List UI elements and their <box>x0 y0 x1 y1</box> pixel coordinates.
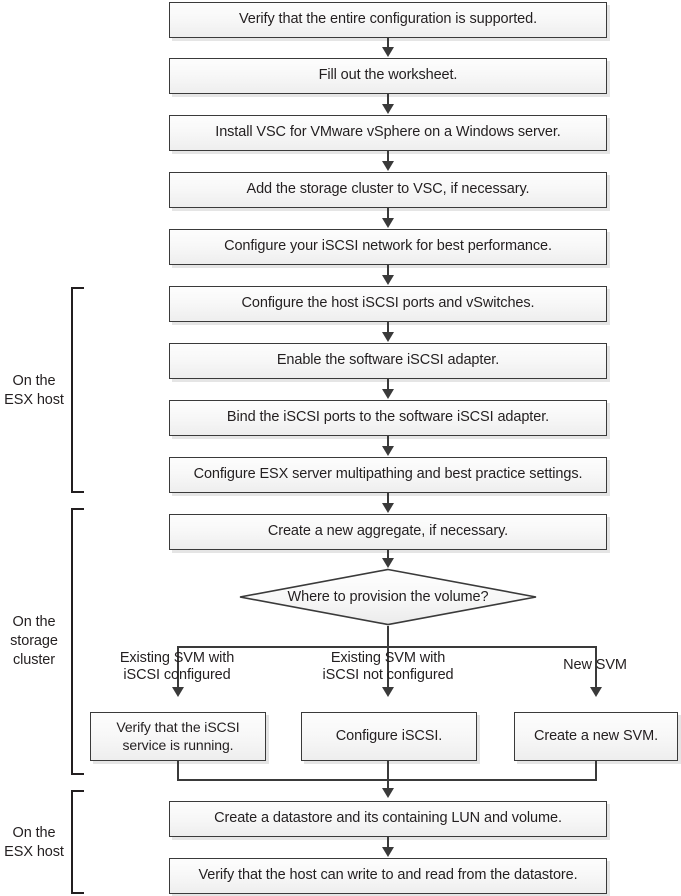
flow-node-step-7[interactable]: Enable the software iSCSI adapter. <box>169 343 607 379</box>
connector-3-4 <box>387 151 389 163</box>
connector-decision-split <box>387 626 389 647</box>
arrowhead-8-9 <box>381 446 394 456</box>
group-bracket-storage-cluster <box>71 508 84 775</box>
branch-drop-left <box>177 646 179 689</box>
branch-label-new-svm: New SVM <box>563 657 627 673</box>
branch-label-existing-svm-iscsi-configured: Existing SVM with iSCSI configured <box>119 650 235 684</box>
arrowhead-2-3 <box>381 104 394 114</box>
arrowhead-6-7 <box>381 332 394 342</box>
group-label-storage-cluster: On the storage cluster <box>10 614 58 668</box>
connector-10-decision <box>387 550 389 560</box>
merge-stem-to-final <box>387 779 389 790</box>
connector-6-7 <box>387 322 389 334</box>
arrowhead-9-10 <box>381 503 394 513</box>
branch-label-existing-svm-iscsi-not-configured: Existing SVM with iSCSI not configured <box>322 650 454 684</box>
arrowhead-merge-final <box>381 788 394 798</box>
arrowhead-4-5 <box>381 218 394 228</box>
group-label-esx-host-bottom: On the ESX host <box>4 825 64 860</box>
flow-node-step-1[interactable]: Verify that the entire configuration is … <box>169 2 607 38</box>
connector-8-9 <box>387 436 389 448</box>
branch-drop-middle <box>387 646 389 689</box>
merge-riser-right <box>595 761 597 781</box>
diamond-shape-icon <box>239 568 537 626</box>
arrowhead-5-6 <box>381 275 394 285</box>
flow-node-step-5[interactable]: Configure your iSCSI network for best pe… <box>169 229 607 265</box>
arrowhead-11-12 <box>381 847 394 857</box>
flow-node-configure-iscsi[interactable]: Configure iSCSI. <box>301 712 477 761</box>
arrowhead-3-4 <box>381 161 394 171</box>
connector-5-6 <box>387 265 389 277</box>
branch-drop-right <box>595 646 597 689</box>
arrowhead-branch-right <box>589 687 602 697</box>
flow-node-step-8[interactable]: Bind the iSCSI ports to the software iSC… <box>169 400 607 436</box>
flow-node-step-4[interactable]: Add the storage cluster to VSC, if neces… <box>169 172 607 208</box>
flow-node-verify-iscsi-service[interactable]: Verify that the iSCSI service is running… <box>90 712 266 761</box>
arrowhead-7-8 <box>381 389 394 399</box>
arrowhead-10-decision <box>381 558 394 568</box>
decision-provision-volume[interactable]: Where to provision the volume? <box>238 568 538 626</box>
arrowhead-branch-middle <box>381 687 394 697</box>
flow-node-step-9[interactable]: Configure ESX server multipathing and be… <box>169 457 607 493</box>
merge-riser-left <box>177 761 179 781</box>
flow-node-create-new-svm[interactable]: Create a new SVM. <box>514 712 678 761</box>
connector-11-12 <box>387 837 389 849</box>
group-bracket-esx-host-bottom <box>71 790 84 894</box>
connector-7-8 <box>387 379 389 391</box>
flow-node-step-10[interactable]: Create a new aggregate, if necessary. <box>169 514 607 550</box>
connector-2-3 <box>387 94 389 106</box>
decision-label: Where to provision the volume? <box>287 589 489 605</box>
arrowhead-branch-left <box>171 687 184 697</box>
flow-node-step-3[interactable]: Install VSC for VMware vSphere on a Wind… <box>169 115 607 151</box>
flow-node-step-12[interactable]: Verify that the host can write to and re… <box>169 858 607 894</box>
connector-1-2 <box>387 38 389 49</box>
group-bracket-esx-host-top <box>71 287 84 493</box>
flow-node-step-2[interactable]: Fill out the worksheet. <box>169 58 607 94</box>
arrowhead-1-2 <box>381 47 394 57</box>
merge-riser-middle <box>387 761 389 781</box>
connector-9-10 <box>387 493 389 505</box>
flow-node-step-11[interactable]: Create a datastore and its containing LU… <box>169 801 607 837</box>
group-label-esx-host-top: On the ESX host <box>4 373 64 408</box>
flow-node-step-6[interactable]: Configure the host iSCSI ports and vSwit… <box>169 286 607 322</box>
connector-4-5 <box>387 208 389 220</box>
